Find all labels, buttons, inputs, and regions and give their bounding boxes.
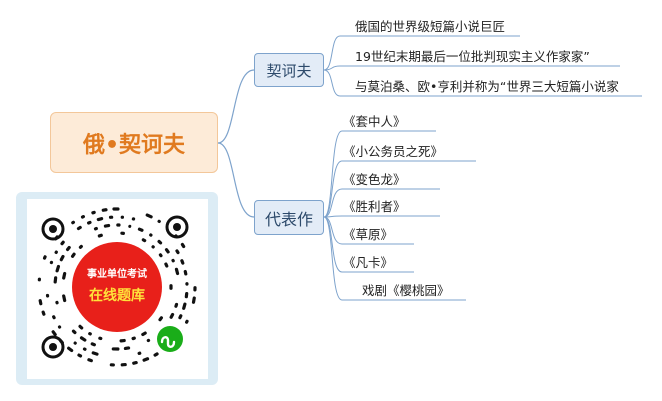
qr-badge <box>72 242 162 332</box>
qr-badge-line1: 事业单位考试 <box>87 267 147 280</box>
leaf-item[interactable]: 《变色龙》 <box>343 172 406 187</box>
branch-node-works[interactable]: 代表作 <box>254 200 324 235</box>
root-title: 俄•契诃夫 <box>82 132 186 158</box>
qr-badge-line2: 在线题库 <box>89 287 145 304</box>
leaf-item[interactable]: 《胜利者》 <box>343 199 406 214</box>
leaf-item[interactable]: 戏剧《樱桃园》 <box>362 283 450 298</box>
qr-code-graphic: 事业单位考试 在线题库 <box>37 207 197 367</box>
branch-label: 契诃夫 <box>266 61 312 80</box>
wechat-mini-program-icon <box>155 324 185 354</box>
leaf-item[interactable]: 《草原》 <box>343 227 394 242</box>
branch-node-chekhov[interactable]: 契诃夫 <box>254 53 324 87</box>
leaf-item[interactable]: 俄国的世界级短篇小说巨匠 <box>355 19 506 34</box>
qr-code[interactable]: 事业单位考试 在线题库 <box>27 199 208 379</box>
leaf-item[interactable]: 《凡卡》 <box>343 255 394 270</box>
leaf-item[interactable]: 《小公务员之死》 <box>343 144 444 159</box>
leaf-item[interactable]: 《套中人》 <box>343 114 406 129</box>
leaf-item[interactable]: 与莫泊桑、欧•亨利并称为“世界三大短篇小说家 <box>355 79 619 94</box>
root-node[interactable]: 俄•契诃夫 <box>50 112 218 173</box>
leaf-item[interactable]: 19世纪末期最后一位批判现实主义作家家” <box>355 49 590 64</box>
branch-label: 代表作 <box>264 209 313 229</box>
